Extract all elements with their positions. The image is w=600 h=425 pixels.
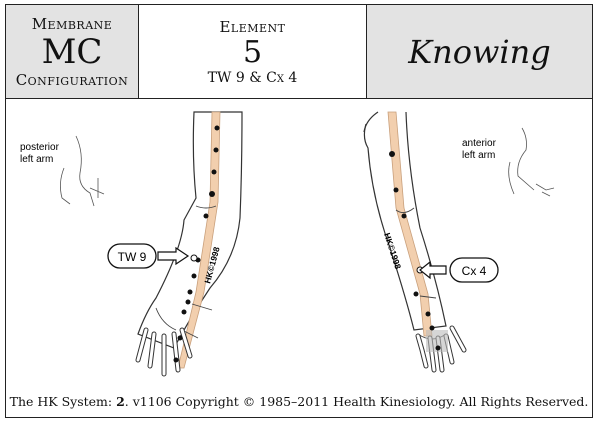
element-label: Element xyxy=(219,17,286,36)
anterior-meridian xyxy=(387,111,433,337)
cx4-callout xyxy=(449,257,499,283)
footer-system-number: 2 xyxy=(116,394,125,409)
inset-label-left-arm-2: left arm xyxy=(462,150,495,161)
configuration-label: Configuration xyxy=(15,70,129,89)
membrane-value: MC xyxy=(41,31,103,72)
anterior-points xyxy=(389,151,441,351)
anterior-inset: anterior left arm xyxy=(462,127,555,197)
element-number: 5 xyxy=(242,34,263,70)
posterior-inset: posterior left arm xyxy=(20,135,105,207)
footer-version: . v1106 Copyright © 1985–2011 Health Kin… xyxy=(124,394,589,409)
copyright-footer: The HK System: 2. v1106 Copyright © 1985… xyxy=(6,394,592,409)
cx4-arrow-icon xyxy=(419,260,447,280)
posterior-meridian xyxy=(177,111,221,369)
membrane-label: Membrane xyxy=(31,14,113,33)
header-bar: Membrane MC Configuration Element 5 TW 9… xyxy=(6,5,592,99)
title-cell: Knowing xyxy=(367,5,592,98)
inset-label-left-arm-1: left arm xyxy=(20,154,53,165)
tw9-point xyxy=(190,254,198,262)
inset-label-anterior: anterior xyxy=(462,138,497,149)
element-cell: Element 5 TW 9 & Cx 4 xyxy=(139,5,367,98)
footer-prefix: The HK System: xyxy=(9,394,117,409)
anterior-watermark: HK©1998 xyxy=(382,232,403,271)
chart-card: Membrane MC Configuration Element 5 TW 9… xyxy=(5,4,593,418)
title-text: Knowing xyxy=(408,32,551,71)
inset-label-posterior: posterior xyxy=(20,142,60,153)
arm-diagram: posterior left arm anterior left arm xyxy=(20,111,555,377)
cx4-callout-label: Cx 4 xyxy=(462,264,487,278)
posterior-points xyxy=(173,125,220,363)
tw9-callout-label: TW 9 xyxy=(118,250,147,264)
posterior-arm: HK©1998 TW 9 xyxy=(107,111,243,377)
tw9-callout xyxy=(107,243,157,269)
tw9-arrow-icon xyxy=(157,246,190,266)
points-label: TW 9 & Cx 4 xyxy=(207,69,298,86)
membrane-cell: Membrane MC Configuration xyxy=(6,5,139,98)
